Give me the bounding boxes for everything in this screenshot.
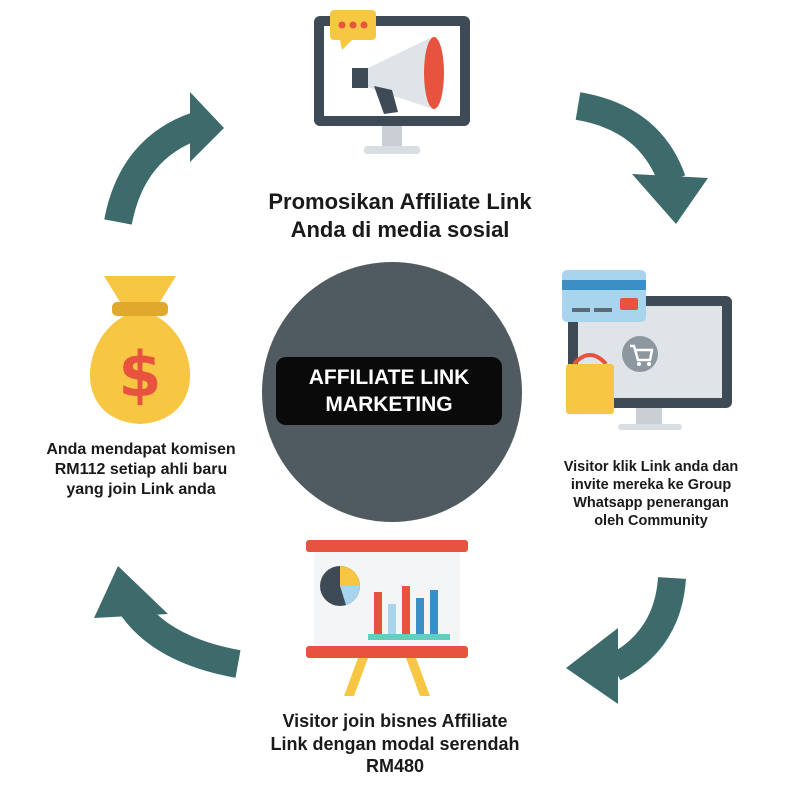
step-commission-text: Anda mendapat komisen RM112 setiap ahli … — [10, 440, 272, 500]
center-title-line1: AFFILIATE LINK — [308, 365, 470, 389]
center-title-label: AFFILIATE LINK MARKETING — [276, 357, 502, 425]
money-bag-icon: $ — [89, 276, 191, 424]
step-visitor-join-line2: Link dengan modal serendah — [270, 733, 520, 754]
shopping-cart-monitor-icon — [562, 270, 732, 430]
step-promote-text: Promosikan Affiliate Link Anda di media … — [180, 188, 620, 243]
step-commission-line3: yang join Link anda — [66, 481, 216, 498]
presentation-chart-icon — [306, 540, 468, 696]
svg-text:$: $ — [118, 338, 161, 411]
megaphone-monitor-icon — [314, 10, 470, 154]
step-visitor-click-line1: Visitor klik Link anda dan — [563, 459, 739, 475]
step-commission-line2: RM112 setiap ahli baru — [54, 461, 228, 478]
step-visitor-click-line4: oleh Community — [594, 513, 708, 530]
step-visitor-click-line2: invite mereka ke Group — [570, 477, 732, 494]
step-promote-line2: Anda di media sosial — [290, 216, 510, 242]
step-visitor-click-line3: Whatsapp penerangan — [573, 495, 729, 512]
center-title-line2: MARKETING — [325, 393, 453, 416]
step-visitor-join-text: Visitor join bisnes Affiliate Link denga… — [210, 710, 580, 778]
step-visitor-click-text: Visitor klik Link anda dan invite mereka… — [520, 458, 782, 531]
step-visitor-join-line3: RM480 — [365, 756, 425, 776]
step-visitor-join-line1: Visitor join bisnes Affiliate — [282, 711, 508, 731]
step-commission-line1: Anda mendapat komisen — [46, 441, 236, 458]
step-promote-line1: Promosikan Affiliate Link — [268, 189, 532, 214]
